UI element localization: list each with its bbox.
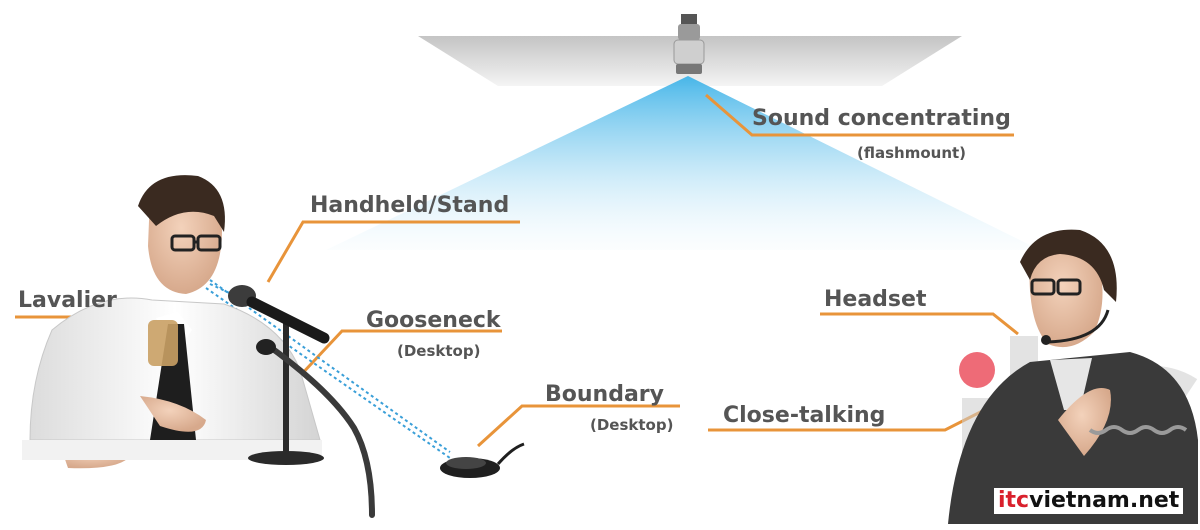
label-lavalier: Lavalier (18, 288, 117, 313)
pickup-beam (326, 76, 1040, 250)
speaker-figure-right (948, 229, 1198, 524)
leader-handheld (266, 220, 520, 283)
handheld-microphone-icon (228, 285, 330, 465)
speaker-figure-left (22, 175, 322, 469)
leader-headset (820, 312, 1019, 336)
leader-sound-concentrating (705, 93, 1014, 137)
brand-watermark[interactable]: itcvietnam.net (994, 488, 1184, 515)
leader-lines (15, 93, 1019, 448)
label-gooseneck-desktop: (Desktop) (397, 342, 481, 360)
label-sound-concentrating: Sound concentrating (752, 106, 1011, 131)
brand-part-domain: vietnam.net (1029, 488, 1180, 513)
ceiling-microphone-icon (673, 14, 705, 74)
brand-part-itc: itc (998, 488, 1030, 513)
label-handheld-stand: Handheld/Stand (310, 193, 510, 218)
label-headset: Headset (824, 287, 927, 312)
label-close-talking: Close-talking (723, 403, 886, 428)
label-boundary-desktop: (Desktop) (590, 416, 674, 434)
label-gooseneck: Gooseneck (366, 308, 501, 333)
label-boundary: Boundary (545, 382, 664, 407)
gooseneck-microphone-icon (256, 339, 375, 518)
leader-boundary (476, 404, 680, 448)
leader-gooseneck (296, 329, 502, 380)
label-flashmount: (flashmount) (857, 144, 967, 162)
boundary-microphone-icon (440, 442, 525, 478)
